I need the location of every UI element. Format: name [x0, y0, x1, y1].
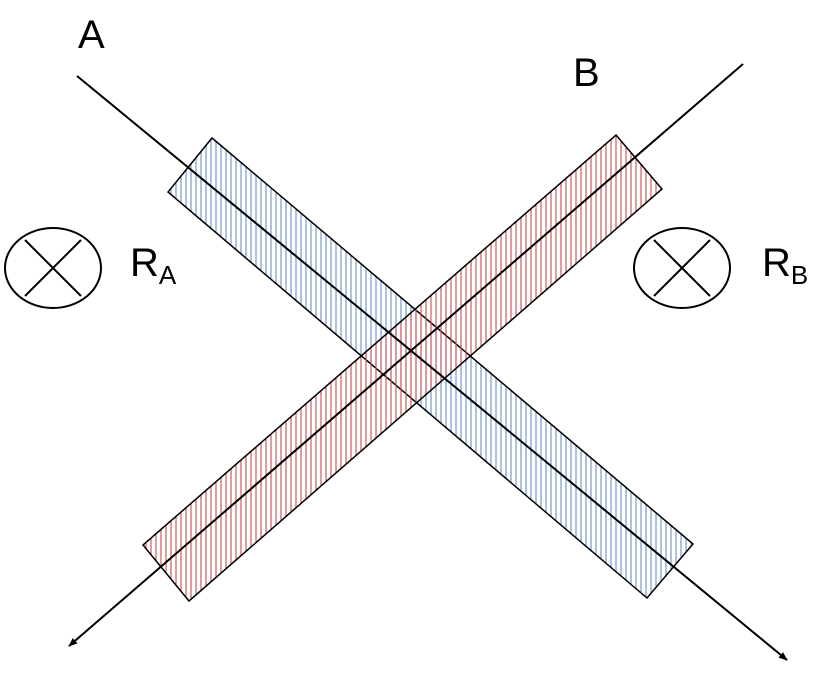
label-ra-main: R: [130, 241, 159, 285]
label-ra-sub: A: [159, 260, 177, 290]
band-b: [141, 133, 664, 603]
cross-circle-icon-rb: [633, 227, 731, 309]
label-rb: RB: [762, 241, 808, 290]
label-ra: RA: [130, 241, 177, 290]
label-rb-sub: B: [791, 260, 808, 290]
beam-b-line: [68, 63, 744, 647]
cross-circle-icon-ra: [4, 227, 102, 309]
beam-a-line: [76, 75, 788, 661]
label-rb-main: R: [762, 241, 791, 285]
label-a: A: [78, 13, 105, 57]
label-b: B: [573, 51, 600, 95]
